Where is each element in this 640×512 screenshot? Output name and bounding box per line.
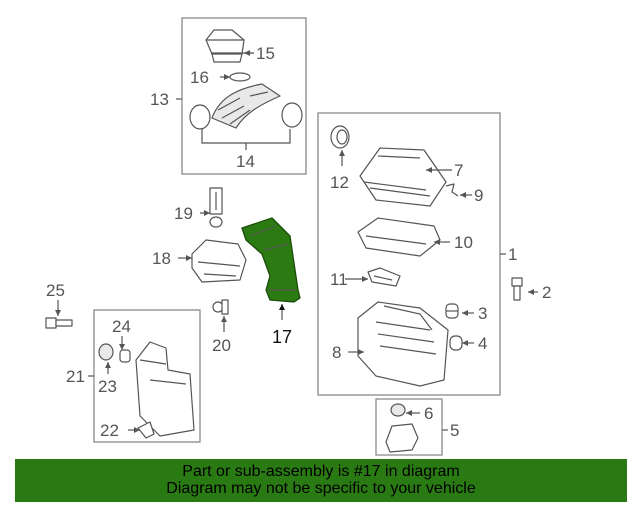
air-filter-element-part[interactable] xyxy=(357,217,441,257)
label-8: 8 xyxy=(332,343,341,362)
label-9: 9 xyxy=(474,186,483,205)
air-cleaner-lower-case-part[interactable] xyxy=(357,301,449,387)
label-20: 20 xyxy=(212,336,231,355)
clip-part-22[interactable] xyxy=(137,421,155,439)
banner-line-2: Diagram may not be specific to your vehi… xyxy=(166,480,476,497)
grommet-part-3[interactable] xyxy=(445,303,459,319)
plug-part-24[interactable] xyxy=(119,349,131,363)
label-23: 23 xyxy=(98,377,117,396)
label-4: 4 xyxy=(478,334,487,353)
label-16: 16 xyxy=(190,68,209,87)
bolt-part-2[interactable] xyxy=(511,277,523,301)
label-6: 6 xyxy=(424,404,433,423)
label-2: 2 xyxy=(542,283,551,302)
cap-part-4[interactable] xyxy=(449,335,463,351)
label-21: 21 xyxy=(66,367,85,386)
label-22: 22 xyxy=(100,421,119,440)
label-1: 1 xyxy=(508,245,517,264)
label-15: 15 xyxy=(256,44,275,63)
bolt-part-25[interactable] xyxy=(45,317,73,329)
group-box-13 xyxy=(181,17,307,175)
label-24: 24 xyxy=(112,317,131,336)
label-14: 14 xyxy=(236,152,255,171)
label-13: 13 xyxy=(150,90,169,109)
label-25: 25 xyxy=(46,281,65,300)
label-17: 17 xyxy=(272,327,292,347)
label-3: 3 xyxy=(478,304,487,323)
bolt-part-20[interactable] xyxy=(212,299,229,315)
info-banner: Part or sub-assembly is #17 in diagram D… xyxy=(15,459,627,502)
label-19: 19 xyxy=(174,204,193,223)
air-duct-part-17-highlighted[interactable] xyxy=(241,217,301,303)
seal-part-11[interactable] xyxy=(367,267,401,287)
label-7: 7 xyxy=(454,161,463,180)
hose-clamp-part-12[interactable] xyxy=(330,125,350,149)
label-18: 18 xyxy=(152,249,171,268)
bracket-part[interactable] xyxy=(385,403,419,453)
air-cleaner-hose-part[interactable] xyxy=(189,29,303,130)
parts-diagram: 15 16 13 14 7 12 9 19 10 1 18 11 2 25 3 … xyxy=(45,17,551,456)
air-cleaner-upper-case-part[interactable] xyxy=(359,147,447,207)
hose-part-23[interactable] xyxy=(98,343,114,361)
label-12: 12 xyxy=(330,173,349,192)
bolt-part-19[interactable] xyxy=(209,187,223,228)
banner-line-1: Part or sub-assembly is #17 in diagram xyxy=(182,463,460,480)
resonator-part-18[interactable] xyxy=(191,239,247,283)
group-box-5 xyxy=(375,398,443,456)
label-5: 5 xyxy=(450,421,459,440)
clip-part-9[interactable] xyxy=(445,183,459,197)
reservoir-part[interactable] xyxy=(135,341,195,437)
label-10: 10 xyxy=(454,233,473,252)
label-11: 11 xyxy=(330,270,348,289)
